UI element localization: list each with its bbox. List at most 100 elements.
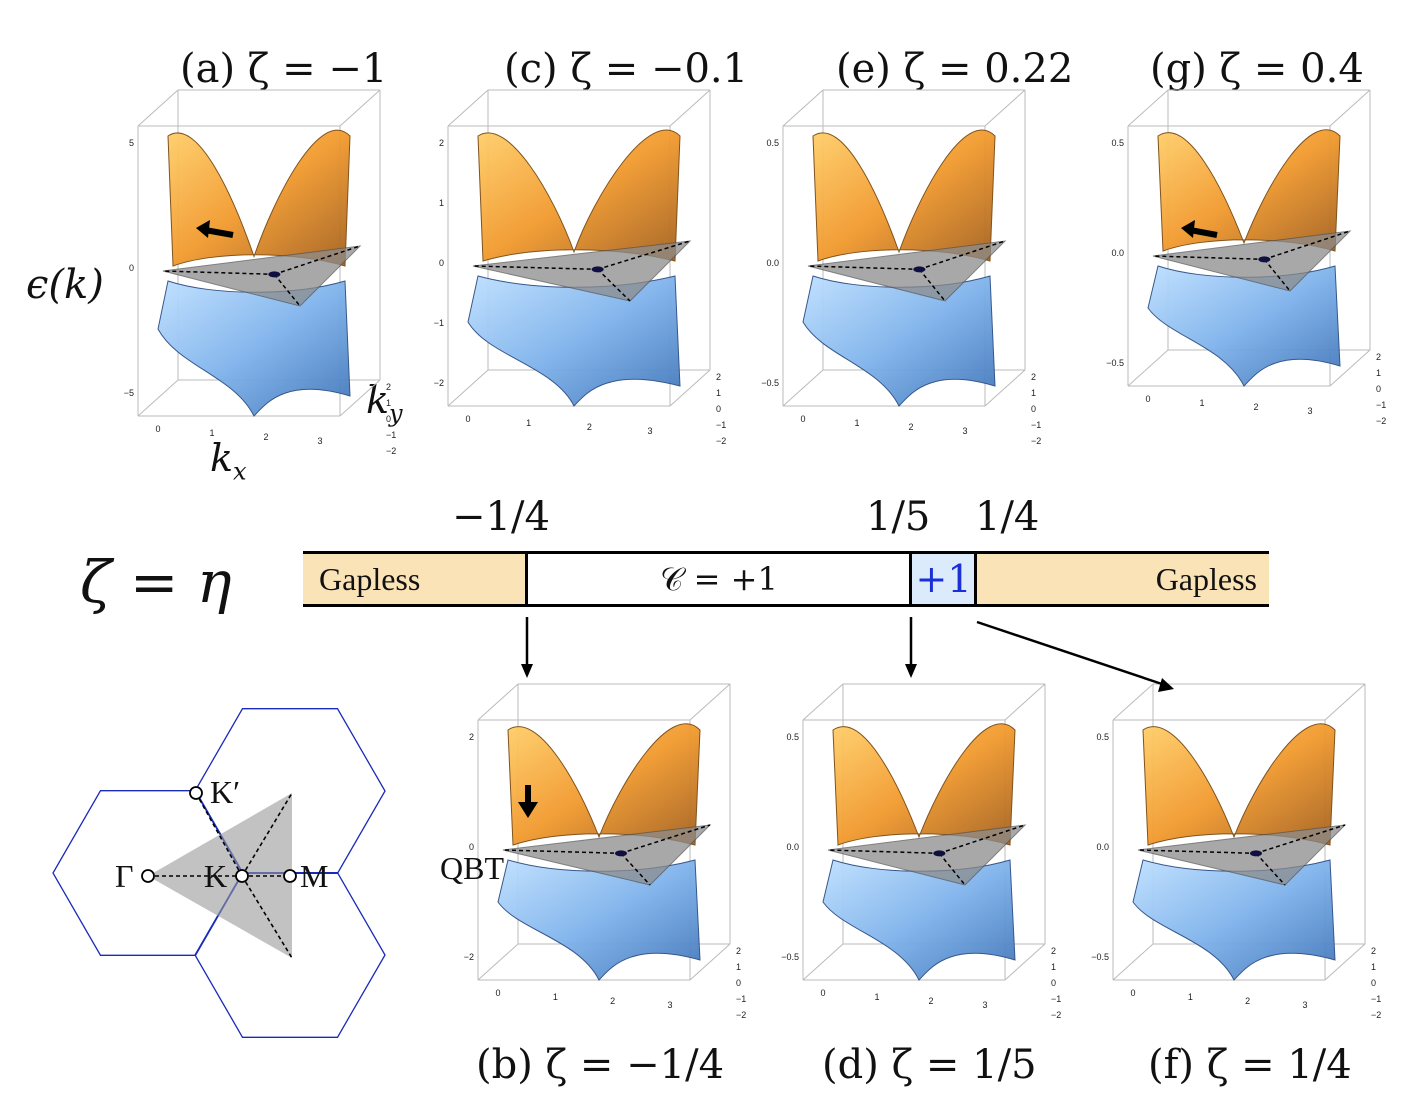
upper-band-b — [507, 723, 701, 846]
ytick-f: 0.0 — [1096, 842, 1109, 852]
ztick-c: −2 — [716, 436, 726, 446]
ytick-f: 0.5 — [1096, 732, 1109, 742]
ztick-g: 1 — [1376, 368, 1381, 378]
ztick-d: 1 — [1051, 962, 1056, 972]
ztick-b: 1 — [736, 962, 741, 972]
ytick-c: −1 — [434, 318, 444, 328]
xtick-a: 2 — [263, 432, 268, 442]
panel-title-e: (e) ζ = 0.22 — [836, 46, 1074, 92]
brillouin-zone — [52, 708, 386, 1038]
critical-point-fifth: 1/5 — [866, 494, 931, 540]
xtick-f: 1 — [1188, 992, 1193, 1002]
ytick-d: 0.0 — [786, 842, 799, 852]
xtick-b: 3 — [667, 1000, 672, 1010]
upper-band-e — [812, 129, 996, 262]
k-plane-a — [162, 245, 362, 307]
panel-title-f: (f) ζ = 1/4 — [1148, 1042, 1352, 1088]
k-plane-c — [472, 240, 692, 302]
ytick-g: 0.5 — [1111, 138, 1124, 148]
ztick-b: 0 — [736, 978, 741, 988]
ztick-c: 2 — [716, 372, 721, 382]
arrow-to-d — [905, 617, 917, 678]
ztick-f: 2 — [1371, 946, 1376, 956]
lower-band-a — [157, 280, 351, 417]
xtick-e: 3 — [962, 426, 967, 436]
ztick-g: 2 — [1376, 352, 1381, 362]
k-plane-b — [502, 824, 712, 886]
k-plane-d — [827, 824, 1027, 886]
phase-boundary-2 — [909, 551, 912, 607]
xtick-e: 1 — [854, 418, 859, 428]
ztick-d: −1 — [1051, 994, 1061, 1004]
upper-band-a — [167, 129, 351, 267]
lower-band-e — [802, 275, 996, 407]
xtick-c: 1 — [526, 418, 531, 428]
ytick-c: −2 — [434, 378, 444, 388]
bz-label-k: K — [204, 858, 228, 894]
xtick-f: 2 — [1245, 996, 1250, 1006]
xtick-b: 1 — [553, 992, 558, 1002]
ztick-a: −2 — [386, 446, 396, 456]
ztick-g: 0 — [1376, 384, 1381, 394]
ztick-f: −1 — [1371, 994, 1381, 1004]
xtick-a: 1 — [209, 428, 214, 438]
upper-band-d — [832, 723, 1016, 846]
panel-title-b: (b) ζ = −1/4 — [476, 1042, 725, 1088]
ytick-e: 0.0 — [766, 258, 779, 268]
xtick-g: 1 — [1199, 398, 1204, 408]
ztick-d: 0 — [1051, 978, 1056, 988]
ztick-d: −2 — [1051, 1010, 1061, 1020]
xtick-f: 0 — [1130, 988, 1135, 998]
panel-title-a: (a) ζ = −1 — [180, 46, 388, 92]
phase-boundary-1 — [525, 551, 528, 607]
phase-segment-chern: 𝒞 = +1 — [527, 551, 911, 607]
bz-hex-bottom — [194, 872, 386, 1038]
ztick-b: −1 — [736, 994, 746, 1004]
arrow-to-b — [521, 617, 533, 678]
ztick-e: 2 — [1031, 372, 1036, 382]
ztick-a: −1 — [386, 430, 396, 440]
energy-axis-label: ϵ(k) — [26, 262, 104, 308]
xtick-c: 2 — [587, 422, 592, 432]
ztick-b: −2 — [736, 1010, 746, 1020]
ztick-c: 0 — [716, 404, 721, 414]
bz-point-marker — [141, 869, 155, 883]
upper-band-g — [1157, 129, 1341, 252]
bz-label-m: M — [300, 858, 329, 894]
xtick-e: 0 — [800, 414, 805, 424]
qbt-label: QBT — [440, 850, 504, 886]
ztick-c: −1 — [716, 420, 726, 430]
phase-segment-gapless-right: Gapless — [976, 551, 1269, 607]
ztick-g: −2 — [1376, 416, 1386, 426]
ztick-c: 1 — [716, 388, 721, 398]
xtick-a: 3 — [317, 436, 322, 446]
ztick-d: 2 — [1051, 946, 1056, 956]
xtick-f: 3 — [1302, 1000, 1307, 1010]
ytick-c: 1 — [439, 198, 444, 208]
ztick-e: 0 — [1031, 404, 1036, 414]
ztick-f: −2 — [1371, 1010, 1381, 1020]
xtick-d: 2 — [928, 996, 933, 1006]
k-plane-f — [1137, 824, 1347, 886]
k-plane-g — [1152, 230, 1352, 292]
lower-band-g — [1147, 265, 1341, 387]
ztick-f: 0 — [1371, 978, 1376, 988]
ytick-g: −0.5 — [1106, 358, 1124, 368]
xtick-g: 2 — [1253, 402, 1258, 412]
ytick-f: −0.5 — [1091, 952, 1109, 962]
ytick-b: 2 — [469, 732, 474, 742]
xtick-g: 0 — [1145, 394, 1150, 404]
phase-variable-label: ζ = η — [80, 548, 232, 616]
phase-segment-chern-narrow: +1 — [911, 551, 976, 607]
xtick-a: 0 — [155, 424, 160, 434]
ztick-a: 1 — [386, 398, 391, 408]
bz-label-kprime: K′ — [210, 774, 241, 810]
lower-band-c — [467, 275, 681, 407]
xtick-b: 2 — [610, 996, 615, 1006]
kpath-arrow-g — [1181, 220, 1218, 238]
